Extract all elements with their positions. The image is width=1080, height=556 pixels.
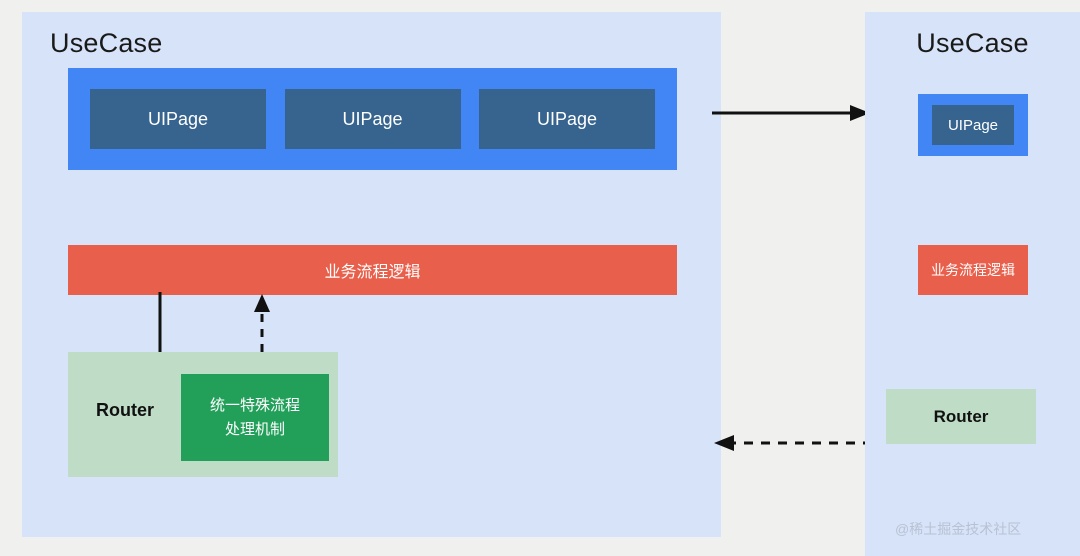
uipage-box: UIPage (479, 89, 655, 149)
left-to-right-solid-arrow (712, 100, 872, 126)
usecase-panel-left: UseCase UIPage UIPage UIPage 业务流程逻辑 Rout… (22, 12, 721, 537)
panel-title-left: UseCase (50, 28, 163, 58)
router-box-right: Router (886, 389, 1036, 444)
panel-title-right: UseCase (916, 28, 1029, 58)
router-inner-line1: 统一特殊流程 (209, 397, 300, 415)
watermark: @稀土掘金技术社区 (895, 521, 1022, 537)
uipage-box: UIPage (932, 105, 1014, 145)
uipage-box: UIPage (284, 89, 461, 149)
uipage-box: UIPage (90, 89, 266, 149)
router-label-left: Router (96, 400, 154, 420)
router-container-left: Router 统一特殊流程 处理机制 (68, 352, 338, 477)
router-inner-box-left: 统一特殊流程 处理机制 (181, 374, 329, 461)
business-logic-bar-right: 业务流程逻辑 (918, 245, 1028, 295)
uipage-band-left: UIPage UIPage UIPage (68, 68, 677, 170)
router-to-business-logic-arrow (248, 290, 276, 382)
right-to-left-dashed-arrow (712, 430, 872, 456)
usecase-panel-right: UseCase UIPage 业务流程逻辑 Router (865, 12, 1080, 556)
business-logic-bar-left: 业务流程逻辑 (68, 245, 677, 295)
router-inner-line2: 处理机制 (224, 420, 285, 438)
uipage-band-right: UIPage (918, 94, 1028, 156)
